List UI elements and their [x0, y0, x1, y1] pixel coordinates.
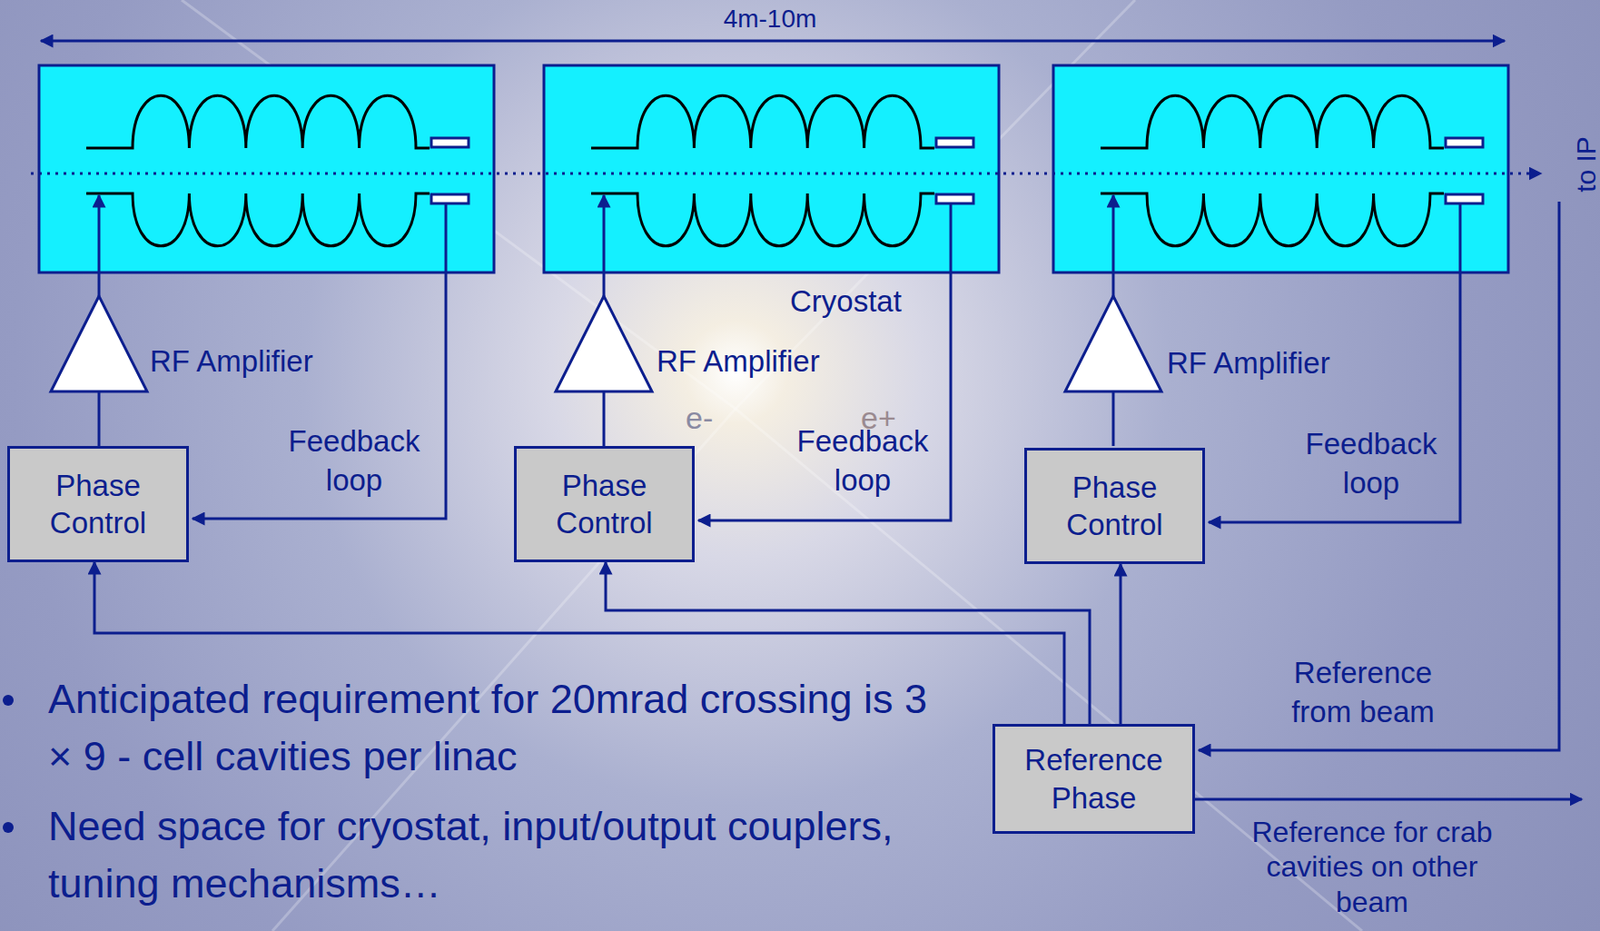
- part-name-text: RF Amplifier: [149, 344, 314, 378]
- bullet-note-text: Need space for cryostat, input/output co…: [48, 802, 894, 907]
- amplifier-symbol: [50, 296, 148, 392]
- wire: [98, 195, 101, 297]
- dimension-label-text: 4m-10m: [723, 4, 818, 33]
- control-box: Phase Control: [1024, 447, 1205, 564]
- box-label: Reference Phase: [1002, 740, 1186, 817]
- probe: [936, 194, 974, 204]
- part-name-text: RF Amplifier: [1166, 345, 1331, 380]
- reference-box: Reference Phase: [992, 723, 1196, 834]
- signal-name: Feedback loop: [1293, 424, 1449, 504]
- reference-connector: [1119, 563, 1123, 724]
- signal-name-text: Reference from beam: [1291, 655, 1435, 729]
- signal-name: Feedback loop: [276, 422, 432, 501]
- part-name-text: Cryostat: [790, 284, 902, 318]
- probe: [936, 138, 974, 148]
- wire: [602, 391, 606, 446]
- cryostats: [39, 65, 1509, 273]
- part-name: Cryostat: [790, 283, 945, 320]
- bullet-note: Need space for cryostat, input/output co…: [48, 797, 957, 912]
- box-label: Phase Control: [1034, 468, 1196, 544]
- signal-name: Reference for crab cavities on other bea…: [1249, 814, 1495, 919]
- signal-name-text: Feedback loop: [288, 424, 421, 497]
- part-name: RF Amplifier: [1166, 345, 1385, 382]
- watermark-text: e+: [860, 400, 897, 435]
- cavity-wall: [86, 95, 430, 149]
- cavity-wall: [591, 95, 935, 149]
- probe: [431, 194, 469, 204]
- part-name: RF Amplifier: [149, 343, 368, 380]
- wire: [602, 195, 606, 297]
- beam-line: [30, 172, 1541, 176]
- cryostat: [39, 65, 494, 273]
- box-label: Phase Control: [523, 466, 685, 543]
- cavity-wall: [1100, 193, 1444, 247]
- signal-name-text: Reference for crab cavities on other bea…: [1251, 815, 1492, 919]
- bullet-note-text: Anticipated requirement for 20mrad cross…: [48, 675, 928, 780]
- wires: [50, 195, 1461, 523]
- control-box: Phase Control: [7, 445, 189, 563]
- direction-label-text: to IP: [1570, 136, 1600, 193]
- amplifier-symbol: [555, 296, 652, 392]
- bullet-dot: [2, 694, 14, 706]
- wire: [1112, 195, 1116, 297]
- bullet-dot: [2, 821, 14, 833]
- reference-out-wire: [1195, 798, 1582, 801]
- control-box: Phase Control: [513, 445, 695, 563]
- signal-name-text: Feedback loop: [1305, 426, 1438, 500]
- wire: [98, 391, 101, 446]
- watermark-text: e-: [685, 400, 713, 435]
- cavity-wall: [1100, 95, 1444, 149]
- cavity-wall: [591, 193, 935, 247]
- box-label: Phase Control: [17, 466, 179, 543]
- watermark: e-: [685, 399, 741, 437]
- bullet-note: Anticipated requirement for 20mrad cross…: [48, 670, 957, 785]
- dimension-label: 4m-10m: [679, 3, 861, 35]
- part-name-text: RF Amplifier: [656, 344, 820, 378]
- dimension-arrow: [40, 39, 1505, 43]
- part-name: RF Amplifier: [656, 343, 875, 380]
- probe: [1445, 194, 1483, 204]
- direction-label: to IP: [1570, 118, 1600, 210]
- cavity-wall: [86, 193, 430, 247]
- probe: [1445, 138, 1483, 148]
- amplifier-symbol: [1065, 296, 1162, 392]
- wire: [1112, 391, 1116, 446]
- probe: [431, 138, 469, 148]
- signal-name: Reference from beam: [1272, 653, 1454, 732]
- reference-from-beam-wire: [1198, 201, 1560, 751]
- cryostat: [1053, 65, 1509, 273]
- watermark: e+: [860, 399, 916, 437]
- cryostat: [543, 65, 999, 273]
